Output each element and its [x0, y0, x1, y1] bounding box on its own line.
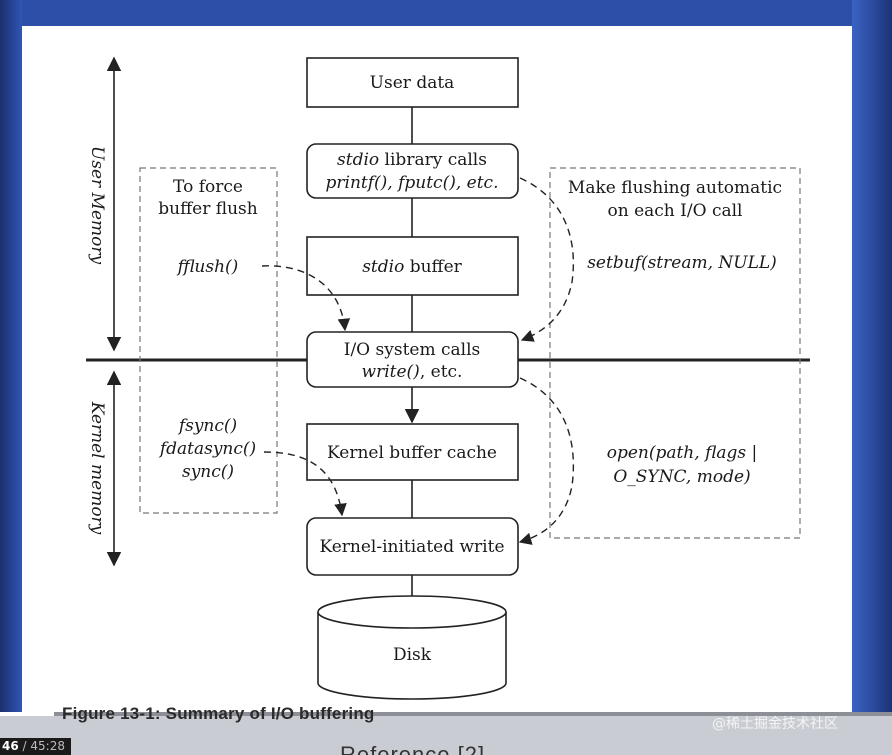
sync-label: sync() [182, 462, 234, 482]
player-control-bar [0, 712, 892, 755]
fsync-label: fsync() [177, 416, 237, 436]
progress-track[interactable] [0, 712, 892, 716]
open-osync-line1: open(path, flags | [607, 443, 758, 463]
user-data-box [306, 57, 519, 108]
kernel-cache-label: Kernel buffer cache [327, 443, 497, 463]
kernel-buffer-cache-box [306, 423, 519, 481]
setbuf-label: setbuf(stream, NULL) [587, 253, 777, 273]
kernel-write-label: Kernel-initiated write [319, 537, 504, 557]
io-calls-line1: I/O system calls [344, 340, 481, 360]
frame-left-border [0, 0, 22, 755]
kernel-memory-label: Kernel memory [87, 401, 107, 535]
user-memory-label: User Memory [87, 146, 107, 265]
kernel-initiated-write-box [306, 517, 519, 576]
osync-automatic-write-arrow [518, 377, 575, 545]
page-total: 45:28 [30, 739, 65, 753]
watermark-text: @稀土掘金技术社区 [712, 716, 838, 732]
disk-cylinder [317, 595, 507, 700]
stdio-calls-line1: stdio library calls [337, 150, 487, 170]
stdio-calls-line2: printf(), fputc(), etc. [326, 173, 499, 193]
frame-right-border [852, 0, 892, 755]
force-flush-title-1: To force [173, 177, 243, 197]
page-time-readout: 46 / 45:28 [0, 738, 71, 755]
fflush-to-syscalls-arrow [261, 265, 351, 332]
auto-flush-title-1: Make flushing automatic [568, 178, 782, 198]
disk-label: Disk [393, 645, 432, 665]
stdio-buffer-box [306, 236, 519, 296]
stdio-library-calls-box [306, 143, 519, 199]
open-osync-line2: O_SYNC, mode) [613, 467, 750, 487]
page-separator: / [18, 739, 31, 753]
force-flush-panel [139, 167, 278, 514]
auto-flush-panel [549, 167, 801, 539]
io-system-calls-box [306, 331, 519, 388]
next-slide-title-peek: Reference [2] [340, 742, 486, 755]
fdatasync-label: fdatasync() [158, 439, 256, 459]
progress-fill [0, 712, 54, 716]
auto-flush-title-2: on each I/O call [608, 201, 743, 221]
force-flush-title-2: buffer flush [158, 199, 258, 219]
io-calls-line2: write(), etc. [362, 362, 463, 382]
figure-caption: Figure 13-1: Summary of I/O buffering [62, 704, 375, 723]
user-data-label: User data [370, 73, 455, 93]
stdio-buffer-label: stdio buffer [362, 257, 462, 277]
setbuf-automatic-flush-arrow [519, 177, 575, 342]
fsync-to-kernel-write-arrow [263, 451, 347, 517]
fflush-label: fflush() [176, 257, 239, 277]
page-current: 46 [2, 739, 19, 753]
